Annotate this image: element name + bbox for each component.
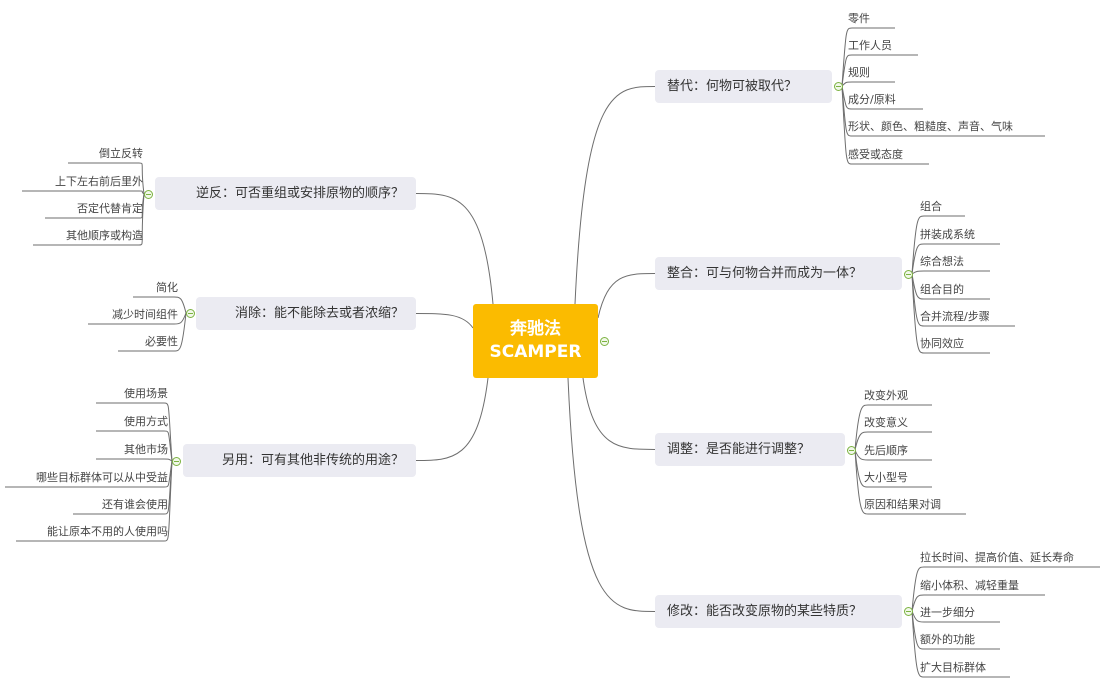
branch-connector — [597, 273, 656, 319]
leaf-connector — [88, 312, 187, 325]
leaf-connector — [118, 312, 187, 352]
subtopic[interactable]: 规则 — [848, 66, 870, 79]
collapse-icon[interactable] — [185, 308, 195, 318]
subtopic[interactable]: 必要性 — [145, 335, 178, 348]
branch-topic[interactable]: 消除：能不能除去或者浓缩？ — [196, 297, 416, 330]
leaf-connector — [841, 54, 918, 87]
collapse-icon[interactable] — [903, 606, 913, 616]
subtopic[interactable]: 简化 — [156, 281, 178, 294]
subtopic[interactable]: 使用方式 — [124, 415, 168, 428]
subtopic[interactable]: 拉长时间、提高价值、延长寿命 — [920, 551, 1074, 564]
leaf-connector — [841, 27, 895, 87]
branch-connector — [415, 377, 489, 461]
collapse-icon[interactable] — [833, 81, 843, 91]
leaf-connector — [854, 404, 932, 451]
leaf-connector — [96, 402, 173, 462]
branch-topic[interactable]: 逆反：可否重组或安排原物的顺序？ — [155, 177, 416, 210]
branch-connector — [574, 86, 656, 305]
leaf-connector — [5, 460, 173, 488]
branch-topic[interactable]: 整合：可与何物合并而成为一体？ — [655, 257, 902, 290]
leaf-connector — [854, 449, 932, 488]
leaf-connector — [911, 270, 990, 275]
leaf-connector — [841, 85, 929, 165]
branch-connector — [415, 193, 494, 305]
subtopic[interactable]: 感受或态度 — [848, 148, 903, 161]
subtopic[interactable]: 其他市场 — [124, 443, 168, 456]
subtopic[interactable]: 使用场景 — [124, 387, 168, 400]
subtopic[interactable]: 拼装成系统 — [920, 228, 975, 241]
subtopic[interactable]: 上下左右前后里外 — [55, 175, 143, 188]
subtopic[interactable]: 倒立反转 — [99, 147, 143, 160]
leaf-connector — [16, 460, 173, 542]
branch-connector — [415, 313, 474, 329]
subtopic[interactable]: 改变意义 — [864, 416, 908, 429]
subtopic[interactable]: 缩小体积、减轻重量 — [920, 579, 1019, 592]
subtopic[interactable]: 否定代替肯定 — [77, 202, 143, 215]
subtopic[interactable]: 综合想法 — [920, 255, 964, 268]
central-topic[interactable]: 奔驰法 SCAMPER — [473, 304, 598, 378]
subtopic[interactable]: 形状、颜色、粗糙度、声音、气味 — [848, 120, 1013, 133]
leaf-connector — [22, 190, 145, 195]
subtopic[interactable]: 成分/原料 — [848, 93, 896, 106]
branch-topic[interactable]: 修改：能否改变原物的某些特质？ — [655, 595, 902, 628]
subtopic[interactable]: 组合 — [920, 200, 942, 213]
leaf-connector — [911, 566, 1100, 612]
subtopic[interactable]: 合并流程/步骤 — [920, 310, 990, 323]
subtopic[interactable]: 零件 — [848, 12, 870, 25]
leaf-connector — [854, 449, 932, 461]
subtopic[interactable]: 工作人员 — [848, 39, 892, 52]
leaf-connector — [33, 193, 145, 246]
collapse-icon[interactable] — [600, 337, 609, 346]
subtopic[interactable]: 额外的功能 — [920, 633, 975, 646]
leaf-connector — [911, 610, 1000, 650]
branch-connector — [582, 377, 656, 450]
leaf-connector — [133, 296, 187, 314]
collapse-icon[interactable] — [846, 445, 856, 455]
subtopic[interactable]: 还有谁会使用 — [102, 498, 168, 511]
subtopic[interactable]: 能让原本不用的人使用吗 — [47, 525, 168, 538]
leaf-connector — [854, 431, 932, 451]
branch-connector — [567, 377, 656, 612]
subtopic[interactable]: 原因和结果对调 — [864, 498, 941, 511]
subtopic[interactable]: 先后顺序 — [864, 444, 908, 457]
leaf-connector — [68, 162, 145, 195]
leaf-connector — [854, 449, 966, 515]
subtopic[interactable]: 进一步细分 — [920, 606, 975, 619]
leaf-connector — [841, 85, 923, 110]
branch-topic[interactable]: 调整：是否能进行调整？ — [655, 433, 845, 466]
subtopic[interactable]: 协同效应 — [920, 337, 964, 350]
subtopic[interactable]: 哪些目标群体可以从中受益 — [36, 471, 168, 484]
subtopic[interactable]: 减少时间组件 — [112, 308, 178, 321]
leaf-connector — [911, 215, 965, 275]
branch-topic[interactable]: 替代：何物可被取代？ — [655, 70, 832, 103]
collapse-icon[interactable] — [171, 456, 181, 466]
leaf-connector — [841, 81, 895, 87]
leaf-connector — [96, 430, 173, 462]
leaf-connector — [911, 273, 990, 300]
subtopic[interactable]: 扩大目标群体 — [920, 661, 986, 674]
collapse-icon[interactable] — [903, 269, 913, 279]
subtopic[interactable]: 改变外观 — [864, 389, 908, 402]
central-topic-title: 奔驰法 — [510, 319, 561, 339]
leaf-connector — [96, 458, 173, 462]
leaf-connector — [911, 273, 990, 354]
leaf-connector — [911, 610, 1000, 623]
leaf-connector — [911, 594, 1045, 612]
subtopic[interactable]: 其他顺序或构造 — [66, 229, 143, 242]
subtopic[interactable]: 大小型号 — [864, 471, 908, 484]
central-topic-subtitle: SCAMPER — [489, 342, 582, 362]
leaf-connector — [911, 243, 1000, 275]
branch-topic[interactable]: 另用：可有其他非传统的用途？ — [183, 444, 416, 477]
subtopic[interactable]: 组合目的 — [920, 283, 964, 296]
leaf-connector — [911, 610, 1010, 678]
collapse-icon[interactable] — [143, 189, 153, 199]
